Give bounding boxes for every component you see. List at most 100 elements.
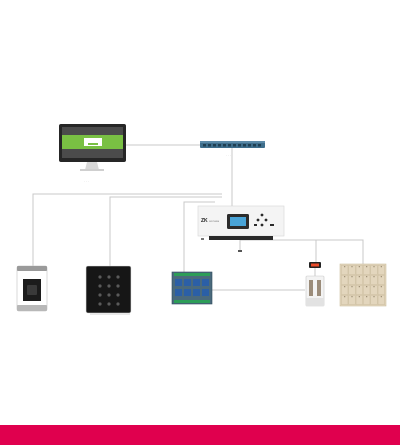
- wire-controller-keypad-reader: [109, 196, 222, 266]
- monitor: · · ·: [59, 124, 126, 183]
- cabinet-door: [370, 295, 378, 305]
- cabinet-door: [370, 265, 378, 275]
- cabinet-door: [348, 285, 356, 295]
- keypad-key: [254, 224, 257, 226]
- switch-port: [208, 144, 211, 147]
- relay-board-terminals-bottom: [174, 300, 210, 303]
- keypad-key: [264, 218, 268, 222]
- cabinet-door: [377, 275, 385, 285]
- relay-board: [171, 271, 213, 305]
- keypad-reader-shadow: [90, 313, 130, 315]
- monitor-login-box: [84, 138, 102, 146]
- monitor-caption: · · ·: [84, 179, 89, 183]
- switch-port: [223, 144, 226, 147]
- cabinet-door: [377, 295, 385, 305]
- cabinet-door-lock: [351, 276, 353, 278]
- switch-port: [228, 144, 231, 147]
- keypad-key: [260, 223, 264, 227]
- cabinet-door: [363, 295, 371, 305]
- reader-key: [107, 275, 111, 279]
- fingerprint-sensor: [27, 285, 37, 295]
- reader-key: [107, 293, 111, 297]
- lock-indicator-digits: [311, 263, 319, 267]
- cabinet-door-lock: [373, 276, 375, 278]
- switch-label: · · ·: [226, 153, 231, 157]
- lock-base: [306, 298, 324, 306]
- reader-key: [107, 284, 111, 288]
- switch-port: [213, 144, 216, 147]
- cabinet-door: [341, 275, 349, 285]
- cabinet-door: [341, 285, 349, 295]
- controller-indicator: [201, 238, 204, 240]
- reader-key: [116, 275, 120, 279]
- cabinet-door: [370, 275, 378, 285]
- relay-block: [202, 279, 209, 286]
- reader-key: [116, 302, 120, 306]
- switch-ports: [203, 144, 261, 147]
- cabinet-door-lock: [351, 296, 353, 298]
- reader-key: [98, 275, 102, 279]
- cabinet-door-lock: [380, 266, 382, 268]
- reader-key: [98, 284, 102, 288]
- monitor-login-button: [88, 143, 98, 145]
- cabinet-body: [339, 263, 387, 307]
- cabinet-door-lock: [351, 266, 353, 268]
- cabinet-door-lock: [344, 276, 346, 278]
- switch-port: [258, 144, 261, 147]
- relay-board-pcb: [171, 271, 213, 305]
- controller-bottom-rail: [238, 250, 242, 252]
- switch-port: [218, 144, 221, 147]
- fingerprint-reader: [16, 265, 48, 312]
- reader-key: [107, 302, 111, 306]
- cabinet-door-lock: [373, 286, 375, 288]
- wire-controller-bus: [240, 239, 364, 264]
- switch-port: [233, 144, 236, 147]
- controller-logo: ZK: [201, 218, 208, 224]
- switch-port: [238, 144, 241, 147]
- keypad-reader-body: [86, 266, 131, 313]
- reader-key: [98, 302, 102, 306]
- cabinet-door: [355, 295, 363, 305]
- reader-key: [116, 284, 120, 288]
- cabinet-door-lock: [358, 296, 360, 298]
- controller-side-text: access: [209, 219, 220, 223]
- relay-board-terminals-top: [174, 273, 210, 276]
- bottom-accent-bar: [0, 425, 400, 445]
- cabinet-door-lock: [373, 296, 375, 298]
- wire-controller-fingerprint-reader: [32, 193, 222, 266]
- cabinet-door-lock: [358, 276, 360, 278]
- cabinet-door-lock: [366, 276, 368, 278]
- cabinet-door-lock: [366, 266, 368, 268]
- cabinet-door: [348, 275, 356, 285]
- controller-display-screen: [230, 217, 246, 226]
- cabinet-door: [355, 285, 363, 295]
- cabinet-door-lock: [344, 286, 346, 288]
- relay-block: [184, 289, 191, 296]
- monitor-base: [80, 169, 104, 171]
- wire-controller-relay-board: [183, 201, 215, 272]
- access-controller: ZK access: [197, 205, 285, 252]
- network-diagram: · · · · · · ZK access: [16, 124, 387, 315]
- reader-key: [116, 293, 120, 297]
- cabinet-door-lock: [351, 286, 353, 288]
- cabinet-door: [348, 265, 356, 275]
- cabinet-door-lock: [380, 296, 382, 298]
- keypad-reader: [85, 265, 132, 315]
- cabinet-door-lock: [380, 286, 382, 288]
- cabinet-door: [355, 275, 363, 285]
- relay-block: [202, 289, 209, 296]
- monitor-stand: [85, 162, 99, 170]
- cabinet-door-lock: [366, 296, 368, 298]
- lock-cylinder-right: [317, 280, 321, 296]
- reader-key: [98, 293, 102, 297]
- switch-top-edge: [200, 141, 265, 143]
- switch-port: [243, 144, 246, 147]
- keypad-reader-keys: [98, 275, 120, 306]
- cabinet-doors: [341, 265, 385, 305]
- cabinet-door: [341, 295, 349, 305]
- cabinet-door: [363, 265, 371, 275]
- locker-cabinet: [339, 263, 387, 307]
- electric-lock: [305, 262, 325, 307]
- cabinet-door: [363, 285, 371, 295]
- keypad-key: [270, 224, 274, 226]
